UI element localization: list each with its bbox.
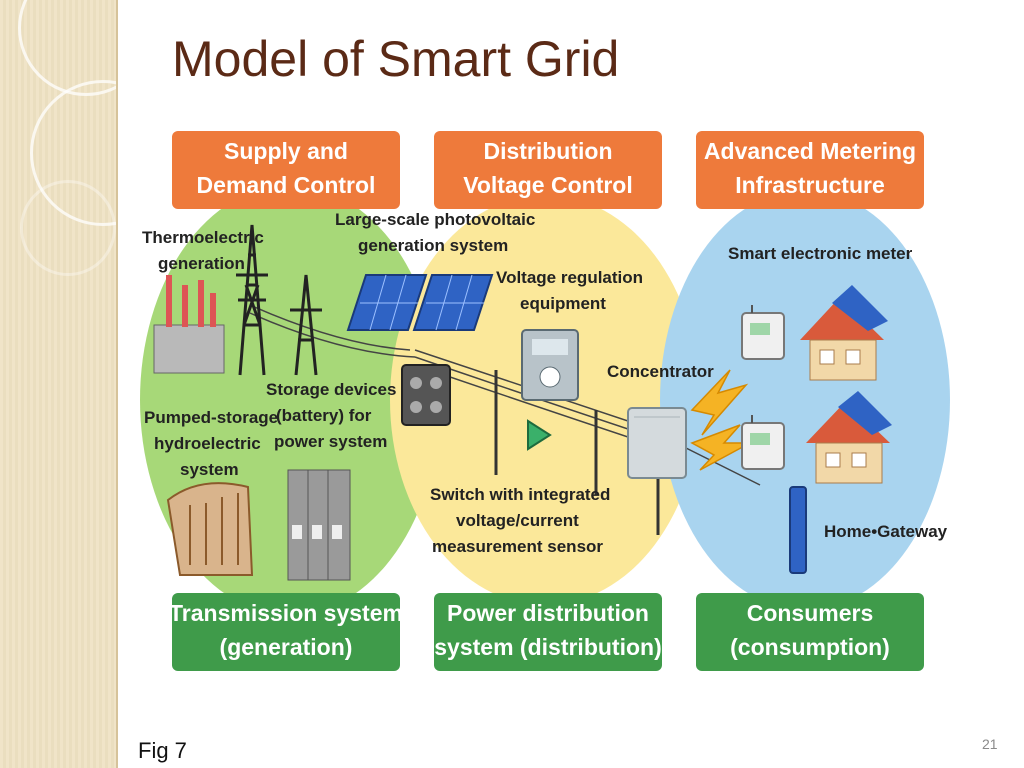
footer-consumers-line2: (consumption) bbox=[730, 634, 890, 660]
transmission-tower-icon bbox=[290, 274, 322, 376]
label-pv-1: Large-scale photovoltaic bbox=[335, 210, 535, 229]
footer-consumers-line1: Consumers bbox=[747, 600, 874, 626]
footer-consumers: Consumers (consumption) bbox=[696, 593, 924, 671]
battery-storage-icon bbox=[287, 469, 351, 581]
footer-transmission-line1: Transmission system bbox=[169, 600, 403, 626]
footer-power-distribution: Power distribution system (distribution) bbox=[434, 593, 662, 671]
label-switch-1: Switch with integrated bbox=[430, 485, 610, 504]
header-advanced-metering: Advanced Metering Infrastructure bbox=[696, 131, 924, 209]
transformer-icon bbox=[401, 364, 451, 426]
label-voltage-1: Voltage regulation bbox=[496, 268, 643, 287]
label-thermoelectric-2: generation bbox=[158, 254, 245, 273]
meter-icon bbox=[741, 415, 785, 470]
slide-title: Model of Smart Grid bbox=[172, 31, 620, 87]
footer-distribution-line2: system (distribution) bbox=[434, 634, 661, 660]
label-switch-3: measurement sensor bbox=[432, 537, 603, 556]
label-home-gateway: Home•Gateway bbox=[824, 522, 948, 541]
utility-pole-icon bbox=[494, 370, 660, 535]
house-icon bbox=[806, 391, 892, 484]
switch-sensor-icon bbox=[527, 419, 552, 451]
label-switch-2: voltage/current bbox=[456, 511, 579, 530]
label-thermoelectric-1: Thermoelectric bbox=[142, 228, 264, 247]
label-voltage-2: equipment bbox=[520, 294, 606, 313]
label-smart-meter: Smart electronic meter bbox=[728, 244, 913, 263]
header-distribution-voltage: Distribution Voltage Control bbox=[434, 131, 662, 209]
label-storage-3: power system bbox=[274, 432, 387, 451]
header-ami-line1: Advanced Metering bbox=[704, 138, 916, 164]
label-pv-2: generation system bbox=[358, 236, 508, 255]
figure-caption: Fig 7 bbox=[138, 738, 187, 763]
header-distribution-line1: Distribution bbox=[483, 138, 612, 164]
concentrator-icon bbox=[627, 407, 687, 479]
decor-ring-lower bbox=[20, 180, 116, 276]
footer-transmission-line2: (generation) bbox=[220, 634, 353, 660]
header-distribution-line2: Voltage Control bbox=[463, 172, 633, 198]
meter-icon bbox=[741, 305, 785, 360]
footer-transmission: Transmission system (generation) bbox=[169, 593, 403, 671]
label-pumped-2: hydroelectric bbox=[154, 434, 261, 453]
solar-panel-icon bbox=[346, 274, 494, 331]
voltage-regulator-icon bbox=[521, 329, 579, 401]
label-storage-2: (battery) for bbox=[276, 406, 372, 425]
side-decoration bbox=[0, 0, 118, 768]
header-supply-demand: Supply and Demand Control bbox=[172, 131, 400, 209]
house-icon bbox=[800, 285, 888, 381]
dam-icon bbox=[166, 482, 254, 576]
consumption-zone bbox=[660, 190, 950, 610]
header-ami-line2: Infrastructure bbox=[735, 172, 885, 198]
transmission-tower-icon bbox=[236, 224, 268, 376]
page-number: 21 bbox=[982, 736, 998, 752]
label-storage-1: Storage devices bbox=[266, 380, 396, 399]
factory-icon bbox=[153, 275, 225, 374]
label-pumped-1: Pumped-storage bbox=[144, 408, 278, 427]
smart-grid-diagram: Supply and Demand Control Distribution V… bbox=[140, 125, 950, 680]
footer-distribution-line1: Power distribution bbox=[447, 600, 649, 626]
header-supply-line2: Demand Control bbox=[197, 172, 376, 198]
label-concentrator: Concentrator bbox=[607, 362, 714, 381]
gateway-icon bbox=[789, 486, 807, 574]
header-supply-line1: Supply and bbox=[224, 138, 348, 164]
label-pumped-3: system bbox=[180, 460, 239, 479]
